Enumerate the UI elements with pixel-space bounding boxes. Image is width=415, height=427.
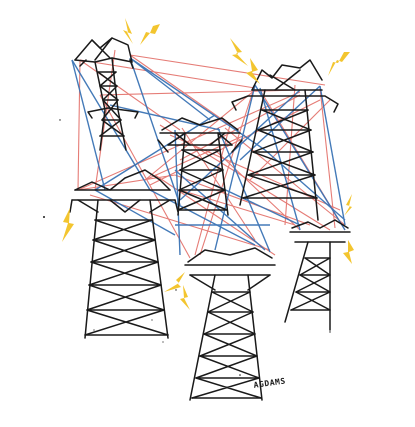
pylon-icon	[184, 247, 276, 401]
ink-speckles	[43, 119, 331, 376]
blue-power-wires	[71, 57, 346, 256]
lightning-bolt-icon	[246, 58, 260, 84]
lightning-bolt-icon	[230, 38, 248, 66]
pylon-icon	[231, 59, 339, 221]
pylon-icon	[74, 37, 139, 151]
pylon-icon	[69, 169, 179, 339]
lightning-bolt-icon	[343, 240, 354, 264]
lightning-bolt-icon	[328, 52, 350, 76]
pylon-icon	[284, 219, 351, 331]
lightning-bolt-icon	[140, 24, 160, 45]
pylon-icon	[157, 117, 243, 216]
lightning-bolt-icon	[344, 194, 352, 216]
lightning-bolt-icon	[123, 18, 133, 44]
lightning-bolt-icon	[180, 285, 190, 310]
lightning-bolt-icon	[62, 208, 74, 242]
lightning-bolt-icon	[164, 272, 185, 292]
